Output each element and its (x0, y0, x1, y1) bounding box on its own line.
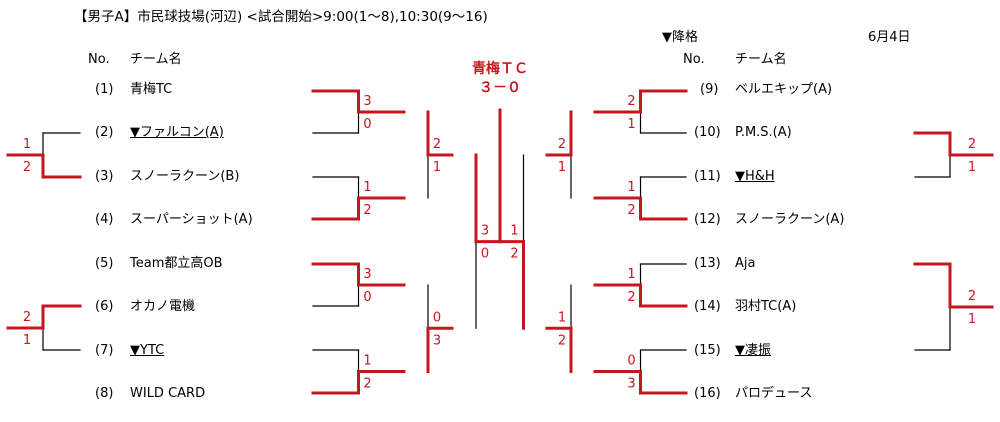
team-no: (12) (694, 212, 721, 227)
team-name: Team都立高OB (130, 256, 223, 271)
team-name-relegated: ▼凄振 (735, 343, 771, 358)
team-name-relegated: ▼H&H (735, 169, 775, 184)
left-col-team-header: チーム名 (130, 52, 182, 67)
team-name: 羽村TC(A) (735, 299, 797, 314)
right-semifinal-score-bottom: 2 (510, 247, 518, 262)
left-semifinal-score-bottom: 0 (481, 247, 489, 262)
champion-name: 青梅ＴＣ (472, 61, 528, 77)
left-side-match-score-top: 2 (23, 310, 31, 325)
relegation-legend: ▼降格 (662, 30, 698, 45)
team-no: (14) (694, 299, 721, 314)
right-semifinal-score-top: 1 (510, 224, 518, 239)
team-no: (9) (700, 82, 719, 97)
right-side-match-score-top: 2 (968, 137, 976, 152)
team-no: (7) (95, 343, 114, 358)
team-name: スーパーショット(A) (130, 212, 253, 227)
left-r1-match-score-bottom: 2 (363, 377, 371, 392)
team-name: パロデュース (735, 386, 813, 401)
left-r1-match-score-top: 1 (363, 180, 371, 195)
team-name: スノーラクーン(A) (735, 212, 845, 227)
team-name: ベルエキップ(A) (735, 82, 833, 97)
team-name: スノーラクーン(B) (130, 169, 240, 184)
team-name: P.M.S.(A) (735, 125, 792, 140)
page-title: 【男子A】市民球技場(河辺) <試合開始>9:00(1〜8),10:30(9〜1… (74, 9, 488, 25)
right-r1-match-score-bottom: 1 (627, 117, 635, 132)
left-r2-match-score-top: 2 (433, 137, 441, 152)
left-r2-match-score-bottom: 1 (433, 160, 441, 175)
left-side-match-score-bottom: 1 (23, 333, 31, 348)
right-r1-match-score-top: 2 (627, 94, 635, 109)
right-r1-match-score-bottom: 2 (627, 290, 635, 305)
left-semifinal-score-top: 3 (481, 224, 489, 239)
team-no: (4) (95, 212, 114, 227)
left-r2-match-score-bottom: 3 (433, 333, 441, 348)
left-r1-match-score-bottom: 2 (363, 203, 371, 218)
team-no: (2) (95, 125, 114, 140)
right-side-match-score-bottom: 1 (968, 160, 976, 175)
team-no: (13) (694, 256, 721, 271)
left-side-match-score-bottom: 2 (23, 160, 31, 175)
team-no: (8) (95, 386, 114, 401)
right-r1-match-score-top: 0 (627, 354, 635, 369)
team-no: (16) (694, 386, 721, 401)
team-name-relegated: ▼YTC (130, 343, 165, 358)
left-r1-match-score-top: 3 (363, 267, 371, 282)
right-col-team-header: チーム名 (735, 52, 787, 67)
right-r2-match-score-top: 2 (558, 137, 566, 152)
right-r1-match-score-top: 1 (627, 180, 635, 195)
right-r1-match-score-bottom: 3 (627, 377, 635, 392)
team-name: Aja (735, 256, 756, 271)
team-no: (1) (95, 82, 114, 97)
team-no: (6) (95, 299, 114, 314)
left-r2-match-score-top: 0 (433, 310, 441, 325)
left-side-match-score-top: 1 (23, 137, 31, 152)
team-no: (11) (694, 169, 721, 184)
team-name: オカノ電機 (130, 299, 196, 314)
team-name-relegated: ▼ファルコン(A) (130, 125, 224, 140)
right-r2-match-score-bottom: 1 (558, 160, 566, 175)
left-r1-match-score-bottom: 0 (363, 290, 371, 305)
team-name: 青梅TC (130, 82, 173, 97)
right-r1-match-score-top: 1 (627, 267, 635, 282)
left-r1-match-score-bottom: 0 (363, 117, 371, 132)
team-no: (3) (95, 169, 114, 184)
team-name: WILD CARD (130, 386, 206, 401)
match-date: 6月4日 (868, 30, 911, 45)
team-no: (5) (95, 256, 114, 271)
right-r2-match-score-bottom: 2 (558, 333, 566, 348)
right-r2-match-score-top: 1 (558, 310, 566, 325)
champion-box: 青梅ＴＣ ３－０ (448, 60, 552, 98)
left-r1-match-score-top: 3 (363, 94, 371, 109)
right-side-match-score-top: 2 (968, 289, 976, 304)
team-no: (10) (694, 125, 721, 140)
right-side-match-score-bottom: 1 (968, 312, 976, 327)
left-r1-match-score-top: 1 (363, 354, 371, 369)
team-no: (15) (694, 343, 721, 358)
right-col-no-header: No. (683, 52, 705, 67)
left-col-no-header: No. (88, 52, 110, 67)
right-r1-match-score-bottom: 2 (627, 203, 635, 218)
champion-score: ３－０ (479, 80, 521, 96)
